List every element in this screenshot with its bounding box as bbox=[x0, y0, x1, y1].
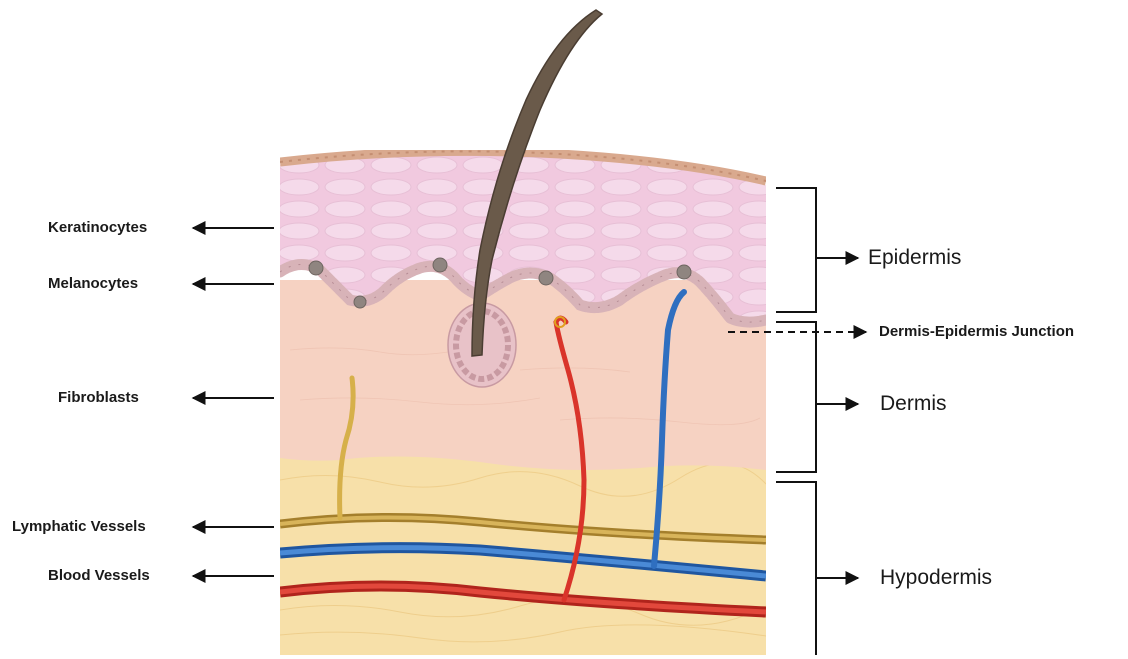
label-melanocytes: Melanocytes bbox=[48, 275, 138, 292]
label-dermis: Dermis bbox=[880, 392, 947, 416]
label-blood-vessels: Blood Vessels bbox=[48, 567, 150, 584]
label-epidermis: Epidermis bbox=[868, 246, 961, 270]
bracket-dermis bbox=[776, 322, 816, 472]
label-keratinocytes: Keratinocytes bbox=[48, 219, 147, 236]
label-fibroblasts: Fibroblasts bbox=[58, 389, 139, 406]
left-arrows bbox=[193, 228, 274, 576]
tissue-block bbox=[280, 151, 766, 655]
bracket-hypodermis bbox=[776, 482, 816, 655]
label-lymphatic-vessels: Lymphatic Vessels bbox=[12, 518, 146, 535]
label-dermis-epidermis-junction: Dermis-Epidermis Junction bbox=[879, 323, 1074, 340]
label-hypodermis: Hypodermis bbox=[880, 566, 992, 590]
bracket-epidermis bbox=[776, 188, 816, 312]
dermis-layer bbox=[280, 280, 766, 470]
